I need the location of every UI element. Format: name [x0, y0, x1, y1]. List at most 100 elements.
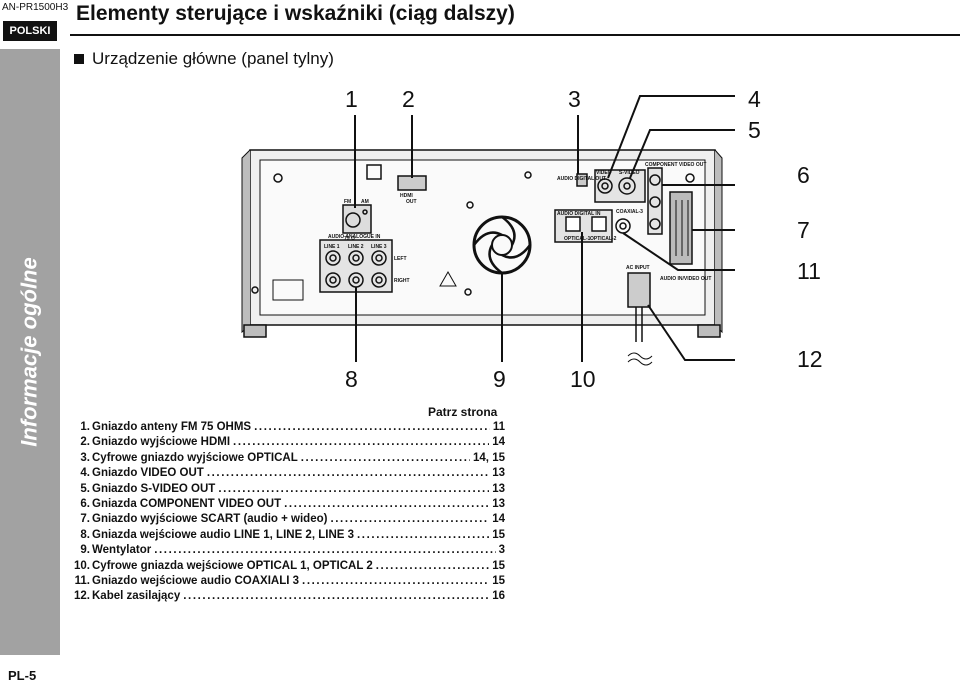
- reference-item: 9.Wentylator3: [73, 544, 505, 559]
- hdmi-label: HDMI: [400, 193, 413, 199]
- out-label: OUT: [406, 199, 417, 205]
- reference-item: 8.Gniazda wejściowe audio LINE 1, LINE 2…: [73, 529, 505, 544]
- item-number: 6.: [80, 497, 90, 510]
- item-text: Cyfrowe gniazda wejściowe OPTICAL 1, OPT…: [92, 559, 373, 572]
- callout-11: 11: [797, 258, 821, 284]
- leader-line-11: [622, 232, 735, 271]
- screw: [273, 173, 283, 183]
- callout-10: 10: [570, 366, 596, 392]
- item-text: Gniazdo wyjściowe SCART (audio + wideo): [92, 513, 328, 526]
- item-page: 13: [492, 497, 505, 510]
- component-jack: [649, 174, 661, 186]
- coaxial-label: COAXIAL-3: [616, 209, 643, 215]
- power-cord: [635, 307, 643, 342]
- item-page: 15: [492, 559, 505, 572]
- item-page: 16: [492, 590, 505, 603]
- callout-3: 3: [568, 86, 581, 112]
- reference-item: 10.Cyfrowe gniazda wejściowe OPTICAL 1, …: [73, 560, 505, 575]
- dot-leader: [302, 575, 489, 587]
- leader-line-5: [629, 129, 735, 179]
- warning-symbol: [439, 270, 457, 287]
- section-sidebar: [0, 49, 60, 655]
- video-block: [594, 169, 646, 203]
- page-title: Elementy sterujące i wskaźniki (ciąg dal…: [76, 2, 515, 25]
- reference-heading: Patrz strona: [428, 405, 498, 419]
- rca-jack: [371, 250, 387, 266]
- title-rule: [70, 34, 960, 36]
- fm-label: FM: [344, 199, 351, 205]
- item-number: 8.: [80, 528, 90, 541]
- reference-item: 11.Gniazdo wejściowe audio COAXIALI 315: [73, 575, 505, 590]
- svideo-label: S-VIDEO: [619, 170, 640, 176]
- item-number: 2.: [80, 436, 90, 449]
- reference-item: 3.Cyfrowe gniazdo wyjściowe OPTICAL 14, 1…: [73, 452, 505, 467]
- reference-item: 1.Gniazdo anteny FM 75 OHMS11: [73, 421, 505, 436]
- section-label: Informacje ogólne: [0, 49, 60, 655]
- reference-item: 12.Kabel zasilający16: [73, 590, 505, 605]
- item-text: Gniazda COMPONENT VIDEO OUT: [92, 497, 282, 510]
- rca-jack: [325, 272, 341, 288]
- leader-line-4: [607, 95, 735, 179]
- item-page: 14: [492, 513, 505, 526]
- item-page: 3: [498, 544, 505, 557]
- optical2-label: OPTICAL-2: [590, 236, 617, 242]
- language-badge: POLSKI: [3, 21, 57, 41]
- item-text: Gniazdo anteny FM 75 OHMS: [92, 421, 252, 433]
- item-text: Wentylator: [92, 544, 152, 557]
- subtitle-text: Urządzenie główne (panel tylny): [92, 49, 334, 68]
- analogue-in-label: AUDIO ANALOGUE IN: [328, 234, 381, 240]
- dot-leader: [330, 513, 489, 525]
- item-text: Kabel zasilający: [92, 590, 181, 603]
- item-number: 3.: [80, 451, 90, 464]
- dot-leader: [357, 529, 489, 541]
- item-number: 10.: [74, 559, 90, 572]
- ohms-label: 75 Ω: [344, 236, 355, 242]
- callout-12: 12: [797, 346, 823, 372]
- callout-6: 6: [797, 162, 810, 188]
- component-jack: [649, 196, 661, 208]
- line3-label: LINE 3: [371, 244, 387, 250]
- item-page: 14, 15: [473, 451, 505, 464]
- optical-in-1: [565, 216, 581, 232]
- item-text: Gniazda wejściowe audio LINE 1, LINE 2, …: [92, 528, 355, 541]
- line2-label: LINE 2: [348, 244, 364, 250]
- item-text: Gniazdo wyjściowe HDMI: [92, 436, 231, 449]
- bullet-square-icon: [74, 54, 84, 64]
- item-page: 13: [492, 467, 505, 480]
- svideo-jack: [618, 177, 636, 195]
- dot-leader: [284, 498, 489, 510]
- item-number: 5.: [80, 482, 90, 495]
- scart-pins: [675, 200, 689, 256]
- callout-2: 2: [402, 86, 415, 112]
- screw: [464, 288, 472, 296]
- item-number: 4.: [80, 467, 90, 480]
- item-text: Cyfrowe gniazdo wyjściowe OPTICAL: [92, 451, 298, 464]
- screw: [685, 173, 695, 183]
- model-number: AN-PR1500H3: [2, 2, 69, 13]
- rear-panel-diagram: FM 75 Ω AM HDMI OUT AUDIO ANALOGUE IN LI…: [241, 95, 735, 366]
- reference-list: 1.Gniazdo anteny FM 75 OHMS112.Gniazdo w…: [73, 421, 505, 606]
- screw: [466, 201, 474, 209]
- optical-out-port: [576, 173, 588, 187]
- reference-item: 2.Gniazdo wyjściowe HDMI 14: [73, 436, 505, 451]
- cord-break: [627, 352, 653, 366]
- foot-right: [697, 324, 721, 338]
- am-label: AM: [361, 199, 369, 205]
- label-box: [366, 164, 382, 180]
- item-number: 7.: [80, 513, 90, 526]
- item-number: 11.: [74, 574, 90, 587]
- fm-jack-box: [342, 204, 372, 234]
- dot-leader: [233, 436, 489, 448]
- rca-jack: [371, 272, 387, 288]
- item-text: Gniazdo wejściowe audio COAXIALI 3: [92, 574, 300, 587]
- item-page: 15: [492, 528, 505, 541]
- item-text: Gniazdo VIDEO OUT: [92, 467, 204, 480]
- right-label: RIGHT: [394, 278, 410, 284]
- callout-7: 7: [797, 217, 810, 243]
- ac-input-socket: [627, 272, 651, 308]
- hdmi-port: [397, 175, 427, 191]
- item-text: Gniazdo S-VIDEO OUT: [92, 482, 216, 495]
- ac-input-label: AC INPUT: [626, 265, 650, 271]
- item-page: 14: [492, 436, 505, 449]
- optical-in-2: [591, 216, 607, 232]
